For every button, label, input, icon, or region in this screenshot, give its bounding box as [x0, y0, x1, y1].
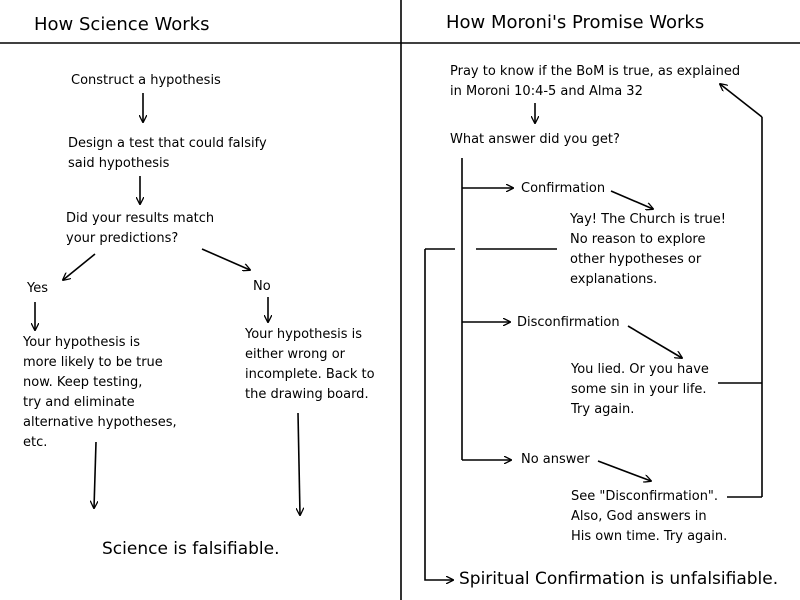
arrow-confirmation-to-result — [610, 190, 653, 209]
step-pray: Pray to know if the BoM is true, as expl… — [450, 64, 741, 99]
right-panel-title: How Moroni's Promise Works — [446, 12, 705, 33]
no-answer-result-text: See "Disconfirmation". Also, God answers… — [571, 489, 728, 544]
step-results-question: Did your results match your predictions? — [66, 211, 215, 246]
branch-confirmation-label: Confirmation — [521, 181, 606, 196]
confirmation-result-text: Yay! The Church is true! No reason to ex… — [570, 212, 727, 287]
step-construct-hypothesis: Construct a hypothesis — [71, 73, 221, 88]
arrow-no-answer-to-result — [597, 460, 651, 481]
arrow-question-to-no — [201, 248, 250, 270]
arrow-disconfirmation-to-result — [627, 325, 682, 358]
arrow-yes-result-down — [94, 441, 96, 508]
branch-no-label: No — [253, 279, 271, 294]
branch-disconfirmation-label: Disconfirmation — [517, 315, 620, 330]
step-answer-question: What answer did you get? — [450, 132, 620, 147]
left-panel-title: How Science Works — [34, 14, 210, 35]
disconfirmation-result-text: You lied. Or you have some sin in your l… — [571, 362, 709, 417]
branch-yes-label: Yes — [27, 281, 48, 296]
arrow-question-to-yes — [63, 253, 96, 280]
step-design-test: Design a test that could falsify said hy… — [68, 136, 267, 171]
spiritual-conclusion: Spiritual Confirmation is unfalsifiable. — [459, 569, 779, 589]
arrow-loop-back-to-pray — [720, 84, 763, 118]
arrow-to-unfalsifiable — [424, 249, 453, 580]
arrow-no-result-down — [298, 412, 300, 515]
science-conclusion: Science is falsifiable. — [102, 539, 280, 559]
yes-result-text: Your hypothesis is more likely to be tru… — [23, 335, 177, 450]
branch-no-answer-label: No answer — [521, 452, 590, 467]
no-result-text: Your hypothesis is either wrong or incom… — [245, 327, 375, 402]
